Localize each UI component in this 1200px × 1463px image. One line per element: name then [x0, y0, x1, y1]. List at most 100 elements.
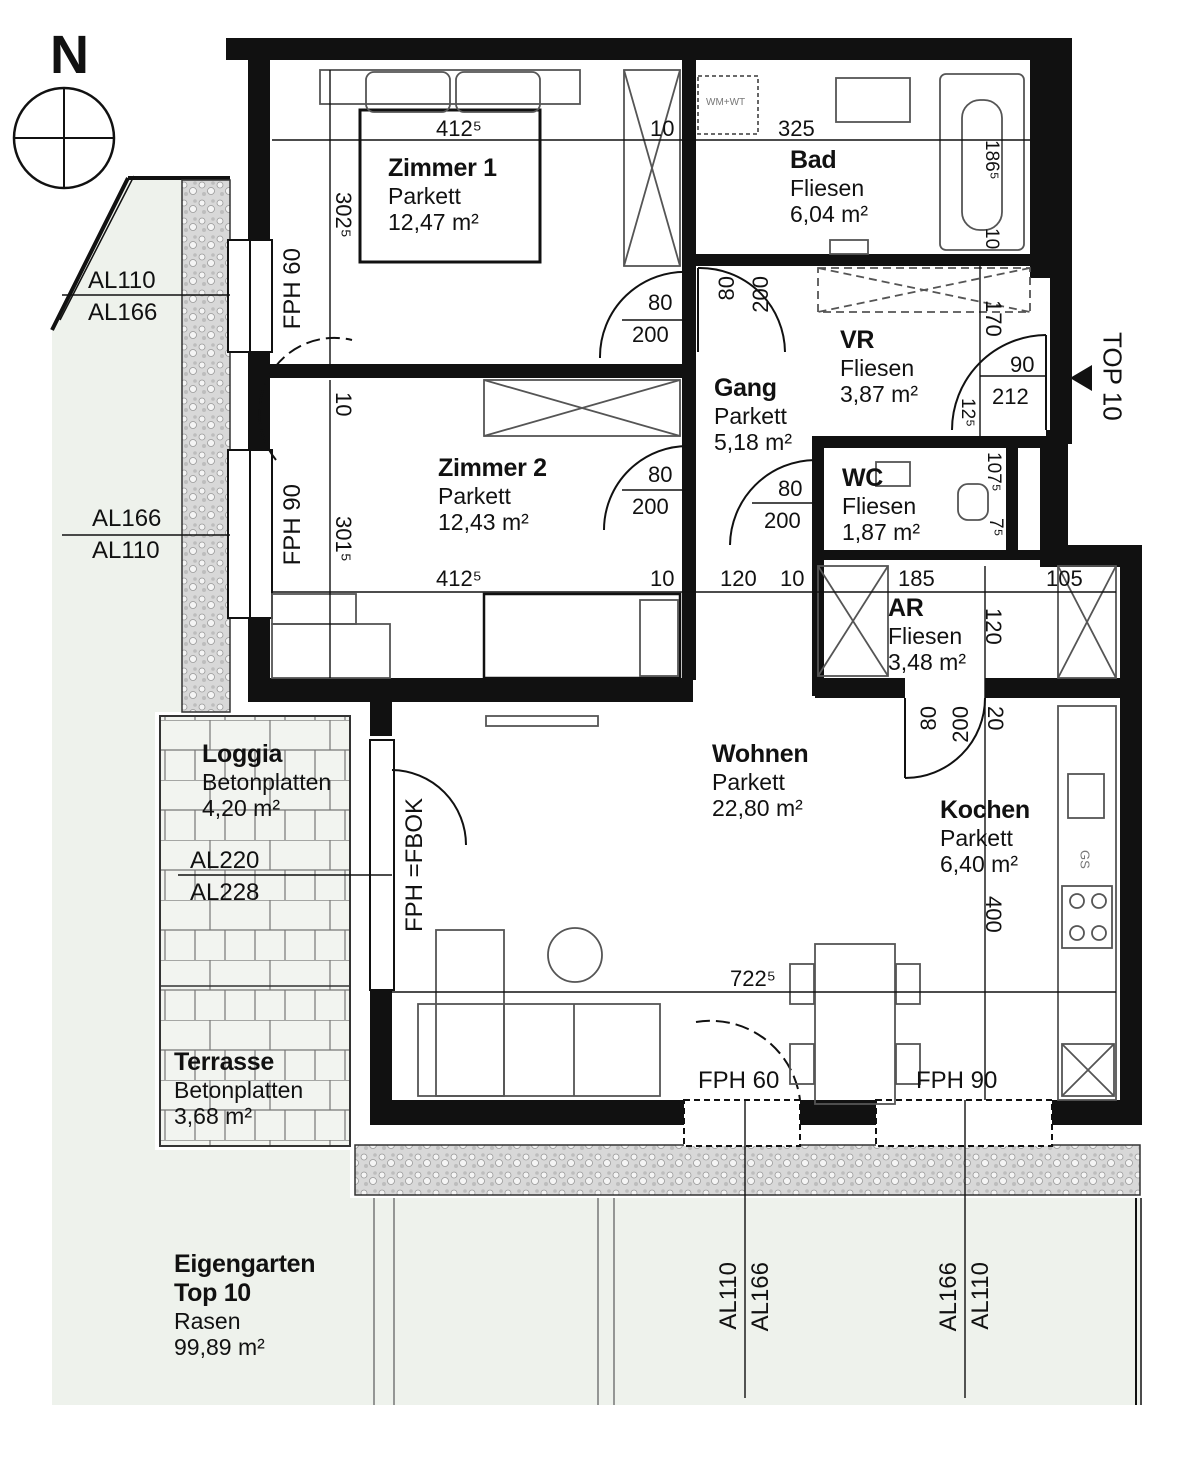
- dim-bath-length: 186⁵: [981, 140, 1002, 180]
- dim-door-z1-height: 200: [632, 322, 669, 347]
- room-name: Kochen: [940, 796, 1030, 824]
- room-bad: Bad Fliesen 6,04 m²: [790, 146, 868, 228]
- dim-door-z2-width: 80: [648, 462, 673, 487]
- al-tag-d1: AL110: [715, 1262, 742, 1330]
- gravel-strip-south: [354, 1144, 1141, 1196]
- dim-bath-gap: 10: [981, 228, 1002, 250]
- room-floor: Parkett: [438, 482, 511, 509]
- room-area: 12,47 m²: [388, 209, 479, 236]
- room-floor: Fliesen: [790, 174, 865, 201]
- fph-top-tag: FPH 60: [279, 248, 306, 330]
- room-floor: Parkett: [940, 824, 1013, 851]
- room-kochen: Kochen Parkett 6,40 m²: [940, 796, 1030, 878]
- room-area: 1,87 m²: [842, 519, 920, 546]
- dim-zimmer1-depth: 302⁵: [331, 192, 356, 238]
- dim-gang-wall: 10: [780, 566, 805, 591]
- room-area: 3,68 m²: [174, 1103, 252, 1130]
- al-tag-a1: AL110: [88, 267, 156, 294]
- room-floor: Parkett: [712, 768, 785, 795]
- room-floor: Rasen: [174, 1307, 241, 1334]
- gs-tag: GS: [1077, 850, 1093, 869]
- dim-zimmer2-depth: 301⁵: [331, 516, 356, 562]
- room-floor: Fliesen: [842, 492, 917, 519]
- dim-ar-end: 105: [1046, 566, 1083, 591]
- al-tag-c1: AL220: [190, 847, 260, 874]
- room-floor: Fliesen: [840, 354, 915, 381]
- dim-wohnen-width: 722⁵: [730, 966, 776, 991]
- dim-door-z2-height: 200: [632, 494, 669, 519]
- loggia-paving: [159, 715, 351, 1147]
- wmwt-tag: WM+WT: [706, 97, 746, 108]
- dim-door-wc-height: 200: [764, 508, 801, 533]
- room-name: Loggia: [202, 740, 283, 768]
- al-tag-b1: AL166: [92, 505, 162, 532]
- room-wc: WC Fliesen 1,87 m²: [842, 464, 920, 546]
- dim-ar-wall: 20: [983, 706, 1008, 731]
- room-floor: Parkett: [388, 182, 461, 209]
- room-name: Eigengarten: [174, 1250, 316, 1278]
- room-name: Wohnen: [712, 740, 809, 768]
- room-area: 12,43 m²: [438, 509, 529, 536]
- room-area: 22,80 m²: [712, 795, 803, 822]
- dim-wc-gap: 7⁵: [985, 518, 1006, 537]
- room-zimmer2: Zimmer 2 Parkett 12,43 m²: [438, 454, 547, 536]
- dim-door-top-height: 212: [992, 384, 1029, 409]
- al-tag-e1: AL166: [935, 1262, 962, 1332]
- dim-zimmer1-width: 412⁵: [436, 116, 482, 141]
- room-floor: Fliesen: [888, 622, 963, 649]
- room-area: 4,20 m²: [202, 795, 280, 822]
- dim-vr-wall: 12⁵: [957, 398, 978, 428]
- dim-kochen-length: 400: [981, 896, 1006, 933]
- room-wohnen: Wohnen Parkett 22,80 m²: [712, 740, 809, 822]
- dim-door-ar-width: 80: [916, 706, 941, 731]
- al-tag-a2: AL166: [88, 299, 158, 326]
- dim-door-z1-width: 80: [648, 290, 673, 315]
- dim-door-bad-width: 80: [714, 276, 739, 301]
- room-zimmer1: Zimmer 1 Parkett 12,47 m²: [388, 154, 497, 236]
- room-name: AR: [888, 594, 924, 622]
- garden-area: [50, 175, 1142, 1405]
- dimension-lines: [62, 70, 1116, 1398]
- dim-ar-width: 185: [898, 566, 935, 591]
- room-vr: VR Fliesen 3,87 m²: [840, 326, 918, 408]
- walls: [226, 38, 1142, 1125]
- room-name: Gang: [714, 374, 777, 402]
- dim-z2-wall: 10: [331, 392, 356, 417]
- room-name-2: Top 10: [174, 1278, 251, 1307]
- room-name: WC: [842, 464, 884, 492]
- fph-south1-tag: FPH 60: [698, 1067, 780, 1094]
- room-name: Terrasse: [174, 1048, 274, 1076]
- room-name: Zimmer 2: [438, 454, 547, 482]
- room-area: 3,87 m²: [840, 381, 918, 408]
- al-tag-b2: AL110: [92, 537, 160, 564]
- fph-mid-tag: FPH 90: [279, 484, 306, 566]
- dim-z2-wall2: 10: [650, 566, 675, 591]
- room-area: 99,89 m²: [174, 1333, 265, 1360]
- room-floor: Parkett: [714, 402, 787, 429]
- dim-vr: 170: [981, 300, 1006, 337]
- windows: [227, 239, 1053, 1147]
- room-garten: Eigengarten Top 10 Rasen 99,89 m²: [174, 1250, 315, 1360]
- room-terrasse: Terrasse Betonplatten 3,68 m²: [174, 1048, 303, 1130]
- top10-tag: TOP 10: [1097, 332, 1128, 421]
- al-tag-c2: AL228: [190, 879, 260, 906]
- room-floor: Betonplatten: [174, 1076, 304, 1103]
- room-floor: Betonplatten: [202, 768, 332, 795]
- room-area: 6,04 m²: [790, 201, 868, 228]
- room-name: Bad: [790, 146, 837, 174]
- al-tag-d2: AL166: [747, 1262, 774, 1332]
- room-loggia: Loggia Betonplatten 4,20 m²: [202, 740, 331, 822]
- dim-door-wc-width: 80: [778, 476, 803, 501]
- north-label: N: [50, 25, 89, 85]
- dim-bad-width: 325: [778, 116, 815, 141]
- dim-door-bad-height: 200: [748, 276, 773, 313]
- dim-gang-width: 120: [720, 566, 757, 591]
- dim-ar-depth: 120: [981, 608, 1006, 645]
- dim-door-ar-height: 200: [948, 706, 973, 743]
- dim-wc: 107⁵: [983, 452, 1004, 492]
- room-area: 6,40 m²: [940, 851, 1018, 878]
- al-tag-e2: AL110: [967, 1262, 994, 1330]
- room-name: VR: [840, 326, 875, 354]
